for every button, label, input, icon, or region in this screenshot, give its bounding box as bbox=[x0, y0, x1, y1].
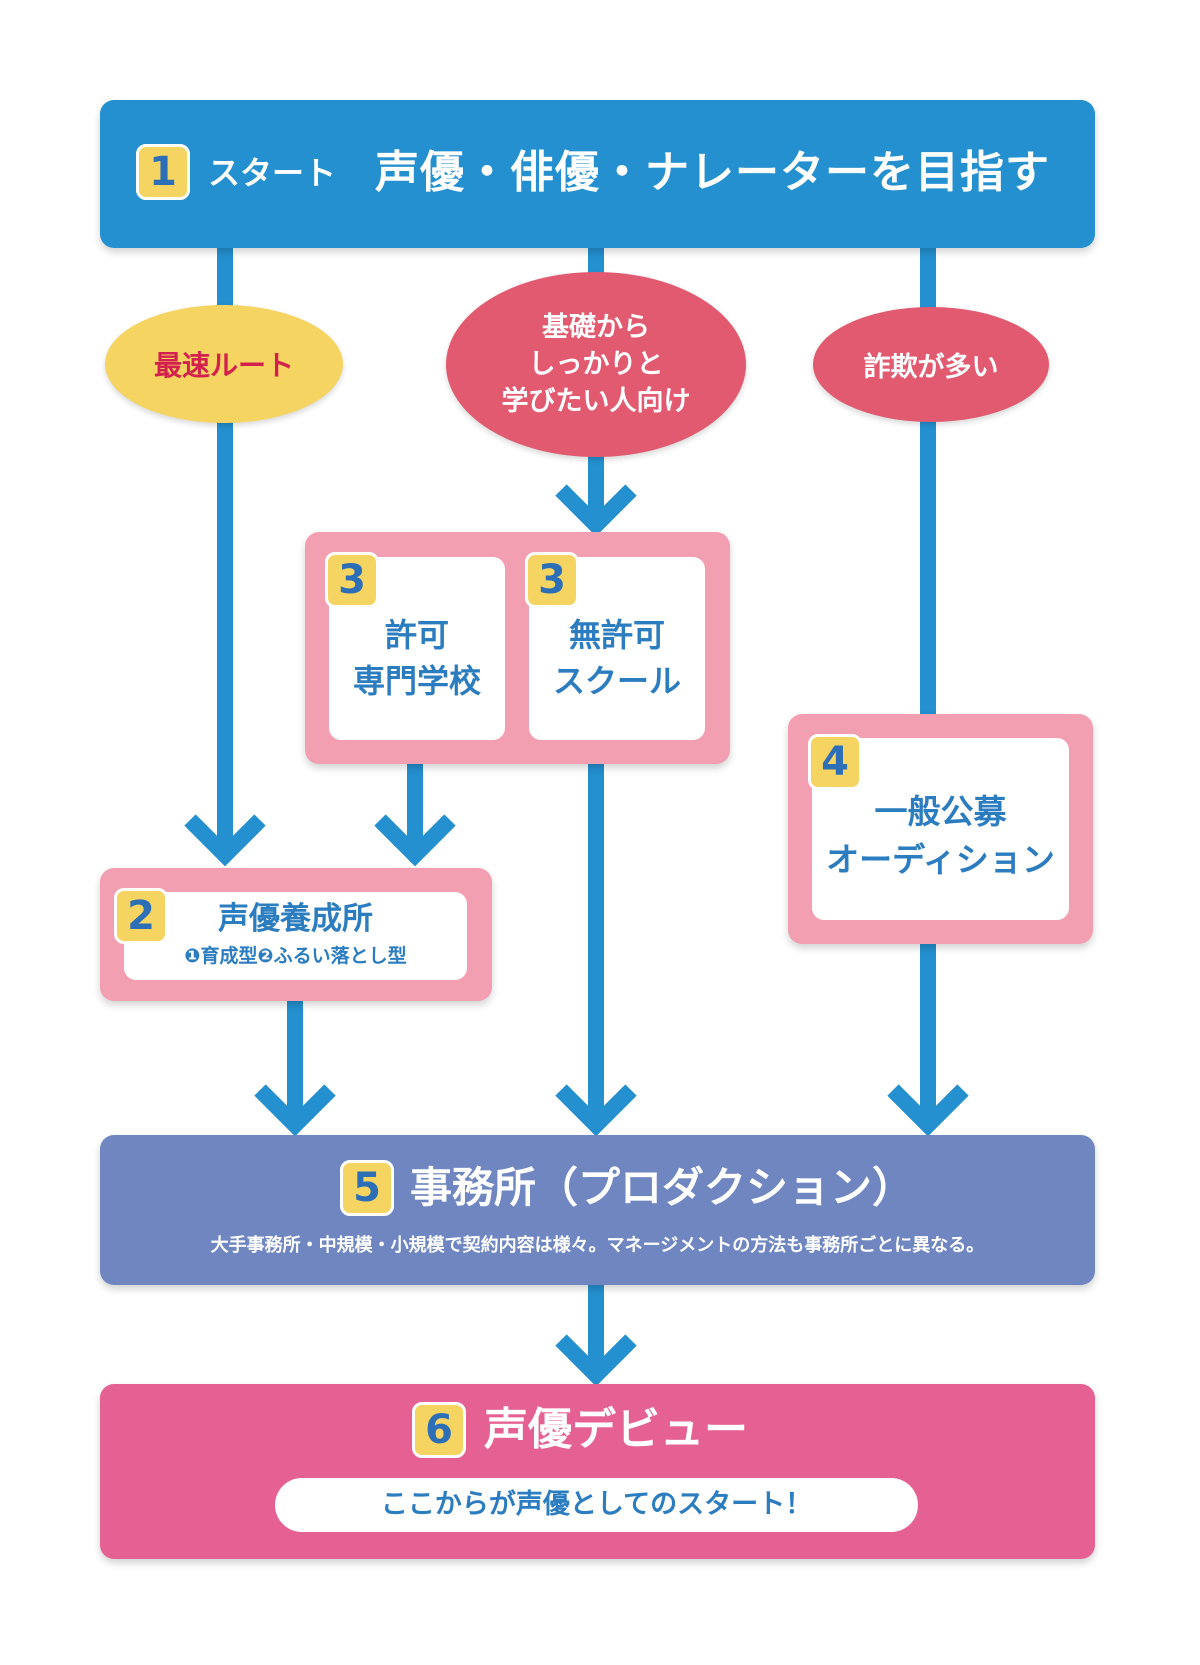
arrowhead-to-schools bbox=[555, 484, 637, 537]
audition-box: 一般公募 オーディション 4 bbox=[788, 714, 1093, 944]
route-fast-label: 最速ルート bbox=[153, 349, 294, 382]
training-card: 声優養成所 ❶育成型❷ふるい落とし型 bbox=[124, 892, 467, 980]
agency-box: 5 事務所（プロダクション） 大手事務所・中規模・小規模で契約内容は様々。マネー… bbox=[100, 1135, 1095, 1285]
unlicensed-school-label: 無許可 スクール bbox=[552, 616, 681, 700]
schools-box: 許可 専門学校 3 無許可 スクール 3 bbox=[305, 532, 730, 764]
agency-number: 5 bbox=[340, 1160, 394, 1216]
licensed-school-card: 許可 専門学校 bbox=[329, 557, 505, 740]
training-title: 声優養成所 bbox=[218, 901, 373, 937]
audition-label: 一般公募 オーディション bbox=[826, 792, 1055, 879]
route-fraud-oval: 詐欺が多い bbox=[813, 307, 1049, 422]
agency-title: 事務所（プロダクション） bbox=[410, 1163, 915, 1212]
start-prefix: スタート bbox=[208, 154, 337, 192]
debut-title: 声優デビュー bbox=[484, 1404, 748, 1455]
audition-number: 4 bbox=[808, 734, 862, 790]
arrowhead-audition-to-agency bbox=[887, 1084, 969, 1137]
licensed-school-number: 3 bbox=[325, 552, 379, 608]
route-basics-oval: 基礎から しっかりと 学びたい人向け bbox=[446, 272, 746, 457]
arrowhead-left-to-training bbox=[184, 814, 266, 867]
route-fraud-label: 詐欺が多い bbox=[863, 352, 999, 383]
debut-number: 6 bbox=[412, 1402, 466, 1458]
start-title: 声優・俳優・ナレーターを目指す bbox=[375, 147, 1050, 198]
licensed-school-label: 許可 専門学校 bbox=[352, 616, 481, 700]
unlicensed-school-number: 3 bbox=[525, 552, 579, 608]
agency-description: 大手事務所・中規模・小規模で契約内容は様々。マネージメントの方法も事務所ごとに異… bbox=[210, 1235, 985, 1256]
start-box: 1 スタート 声優・俳優・ナレーターを目指す bbox=[100, 100, 1095, 248]
step-number-badge: 1 bbox=[136, 144, 190, 200]
debut-message: ここからが声優としてのスタート！ bbox=[275, 1478, 918, 1532]
arrowhead-agency-to-debut bbox=[555, 1334, 637, 1387]
arrowhead-training-to-agency bbox=[254, 1084, 336, 1137]
debut-box: 6 声優デビュー ここからが声優としてのスタート！ bbox=[100, 1384, 1095, 1559]
arrowhead-school-to-agency bbox=[555, 1084, 637, 1137]
training-number: 2 bbox=[114, 888, 168, 944]
route-basics-label: 基礎から しっかりと 学びたい人向け bbox=[501, 312, 691, 417]
route-fast-oval: 最速ルート bbox=[105, 305, 343, 423]
training-box: 声優養成所 ❶育成型❷ふるい落とし型 2 bbox=[100, 868, 492, 1001]
arrowhead-school-to-training bbox=[374, 814, 456, 867]
training-subtitle: ❶育成型❷ふるい落とし型 bbox=[184, 945, 407, 967]
